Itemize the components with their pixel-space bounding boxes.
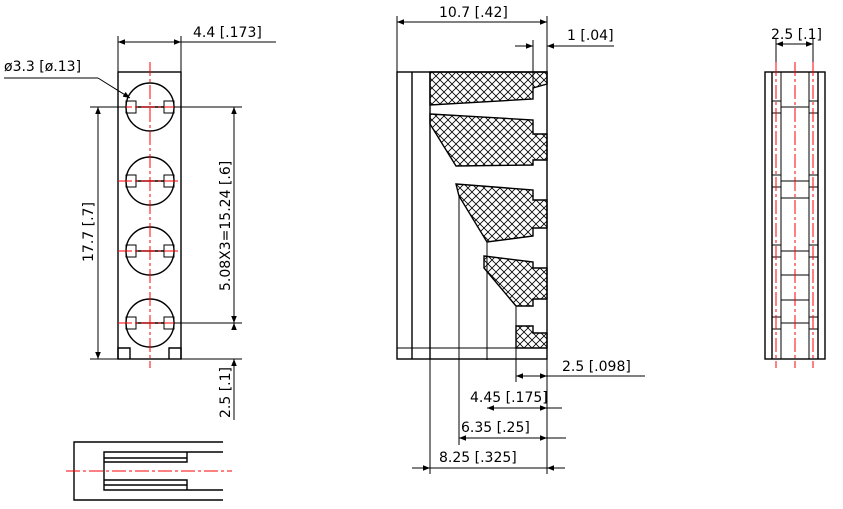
front-bottom-notch [117,347,182,359]
side-view: 10.7 [.42] 1 [.04] 2.5 [.098] 4.45 [.175… [396,5,645,474]
dim-side-d2: 6.35 [.25] [458,360,566,445]
dim-side-d2-label: 6.35 [.25] [461,420,530,436]
dim-lead-length: 2.5 [.1] [181,323,242,420]
dim-body-height-label: 17.7 [.7] [81,202,97,262]
dim-end-width-label: 2.5 [.1] [771,27,822,43]
dim-body-width-label: 4.4 [.173] [193,25,262,41]
dim-side-tip-label: 1 [.04] [567,28,614,44]
pin-holes [125,82,175,348]
bottom-view-inner [103,451,223,491]
dim-side-bottom-label: 2.5 [.098] [562,359,631,375]
end-view: 2.5 [.1] [764,27,826,368]
dim-side-d3: 8.25 [.325] [412,359,565,474]
dim-side-tip: 1 [.04] [515,28,614,88]
dim-hole-diameter-label: ø3.3 [ø.13] [4,59,81,75]
dim-side-bottom: 2.5 [.098] [515,348,645,474]
front-view: 4.4 [.173] ø3.3 [ø.13] 17.7 [.7] 5.08X3=… [4,25,276,420]
side-hatched-contacts [429,71,548,349]
dim-side-d3-label: 8.25 [.325] [439,450,517,466]
dim-side-d1: 4.45 [.175] [470,390,562,411]
dim-body-width: 4.4 [.173] [117,25,276,72]
dim-side-depth: 10.7 [.42] [396,5,548,72]
dim-end-width: 2.5 [.1] [771,27,822,62]
dim-pitch-label: 5.08X3=15.24 [.6] [218,161,234,291]
dim-lead-length-label: 2.5 [.1] [218,367,234,418]
dim-hole-diameter: ø3.3 [ø.13] [4,59,131,99]
bottom-view [66,441,232,501]
side-internal-lines [458,196,517,360]
end-centerlines [775,62,814,368]
dim-side-depth-label: 10.7 [.42] [439,5,508,21]
dim-side-d1-label: 4.45 [.175] [470,390,548,406]
dim-pitch: 5.08X3=15.24 [.6] [174,106,242,324]
dim-body-height: 17.7 [.7] [81,106,126,360]
front-centerlines [118,62,181,368]
